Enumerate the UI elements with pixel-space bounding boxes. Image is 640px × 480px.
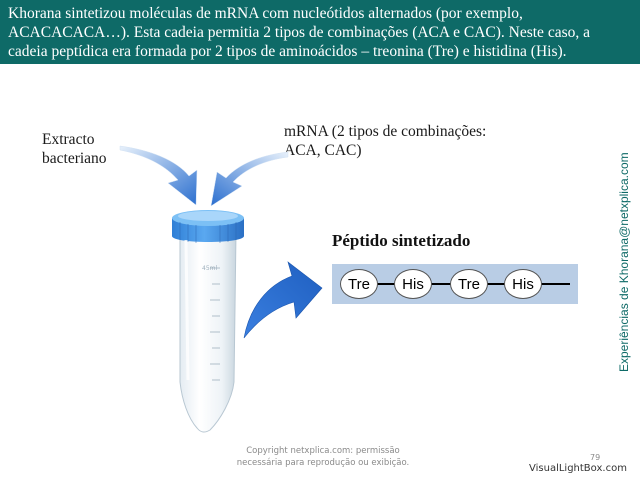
extracto-line-2: bacteriano	[42, 150, 107, 167]
copyright-line-1: Copyright netxplica.com: permissão	[246, 446, 400, 456]
copyright-notice: Copyright netxplica.com: permissão neces…	[228, 445, 418, 469]
slide-number: 79	[590, 453, 601, 462]
watermark-text: VisualLightBox.com	[529, 463, 627, 474]
mrna-label: mRNA (2 tipos de combinações: ACA, CAC)	[284, 122, 486, 160]
tube-graduation-label: 45ml	[202, 265, 218, 272]
extracto-label: Extracto bacteriano	[42, 130, 107, 168]
header-line-1: Khorana sintetizou moléculas de mRNA com…	[8, 5, 523, 22]
aminoacid-tre-1: Tre	[340, 269, 378, 299]
aminoacid-his-2: His	[504, 269, 542, 299]
side-caption: Experiências de Khorana@netxplica.com	[617, 152, 631, 372]
copyright-line-2: necessária para reprodução ou exibição.	[236, 458, 410, 468]
header-banner: Khorana sintetizou moléculas de mRNA com…	[0, 0, 640, 64]
peptide-title: Péptido sintetizado	[332, 231, 471, 250]
peptide-chain: Tre His Tre His	[332, 264, 578, 304]
mrna-line-1: mRNA (2 tipos de combinações:	[284, 123, 487, 140]
header-line-2: ACACACACA…). Esta cadeia permitia 2 tipo…	[8, 24, 590, 41]
header-line-3: cadeia peptídica era formada por 2 tipos…	[8, 43, 567, 60]
aminoacid-his-1: His	[394, 269, 432, 299]
mrna-line-2: ACA, CAC)	[284, 142, 362, 159]
extracto-line-1: Extracto	[42, 131, 95, 148]
aminoacid-tre-2: Tre	[450, 269, 488, 299]
